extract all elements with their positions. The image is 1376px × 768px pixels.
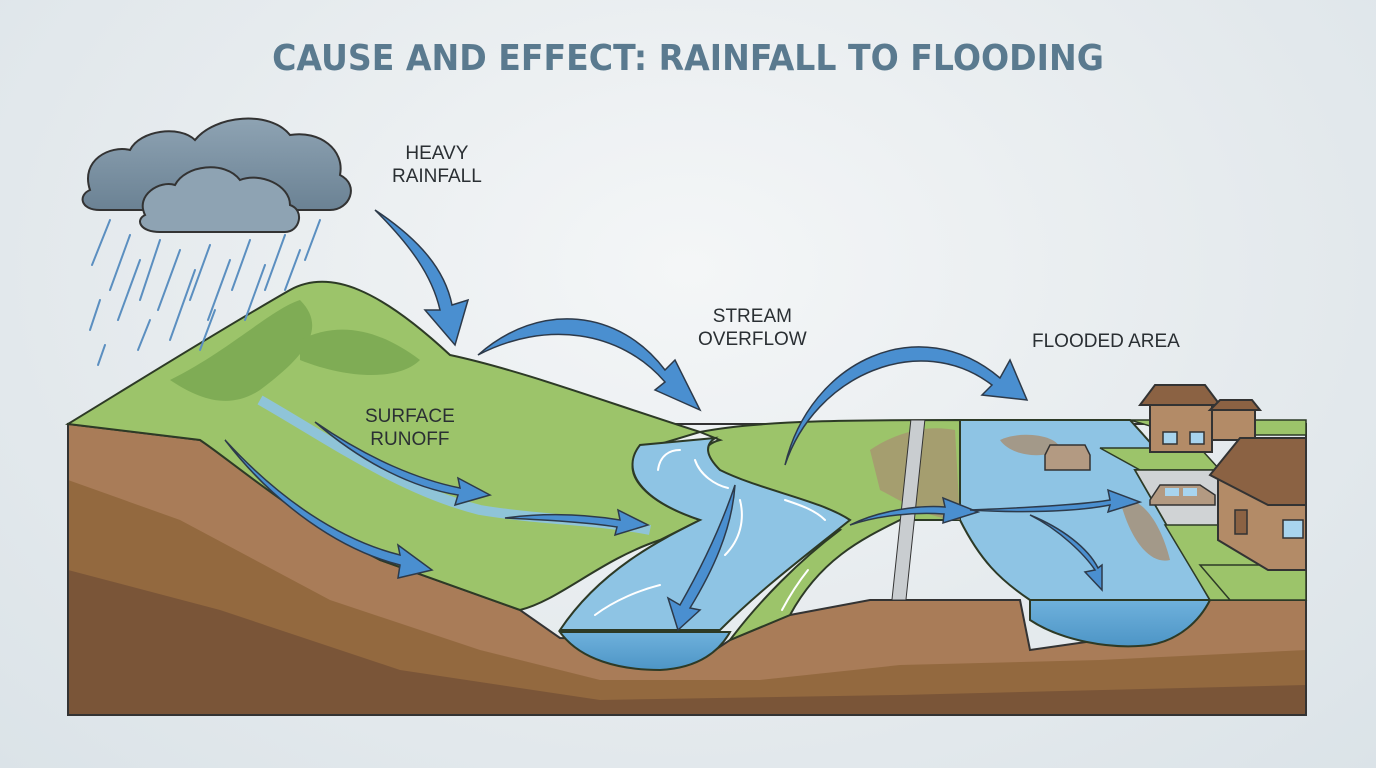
- label-line: STREAM: [712, 306, 792, 327]
- label-line: RUNOFF: [370, 429, 450, 450]
- arrow-hill-to-stream: [477, 318, 702, 412]
- label-line: RAINFALL: [392, 166, 482, 187]
- submerged-car-1: [1044, 444, 1091, 471]
- arrow-stream-to-flood: [784, 346, 1029, 466]
- house-front: [1208, 437, 1307, 571]
- label-line: HEAVY: [405, 143, 469, 164]
- label-flooded-area: FLOODED AREA: [1032, 331, 1180, 352]
- current-lines: [594, 449, 826, 616]
- label-line: SURFACE: [365, 406, 455, 427]
- submerged-car-2: [1149, 484, 1216, 506]
- runoff-arrows: [224, 421, 1143, 632]
- rain-icon: [89, 219, 321, 366]
- storm-cloud-icon: [81, 117, 352, 233]
- label-line: OVERFLOW: [698, 329, 807, 350]
- label-heavy-rainfall: HEAVY RAINFALL: [392, 142, 482, 188]
- hill: [65, 280, 704, 612]
- label-stream-overflow: STREAM OVERFLOW: [698, 305, 807, 351]
- house-back: [1138, 384, 1263, 453]
- arrow-rain-to-hill: [374, 209, 470, 347]
- flooded-zone: [870, 419, 1212, 648]
- diagram-title: CAUSE AND EFFECT: RAINFALL TO FLOODING: [272, 38, 1104, 79]
- label-surface-runoff: SURFACE RUNOFF: [365, 405, 455, 451]
